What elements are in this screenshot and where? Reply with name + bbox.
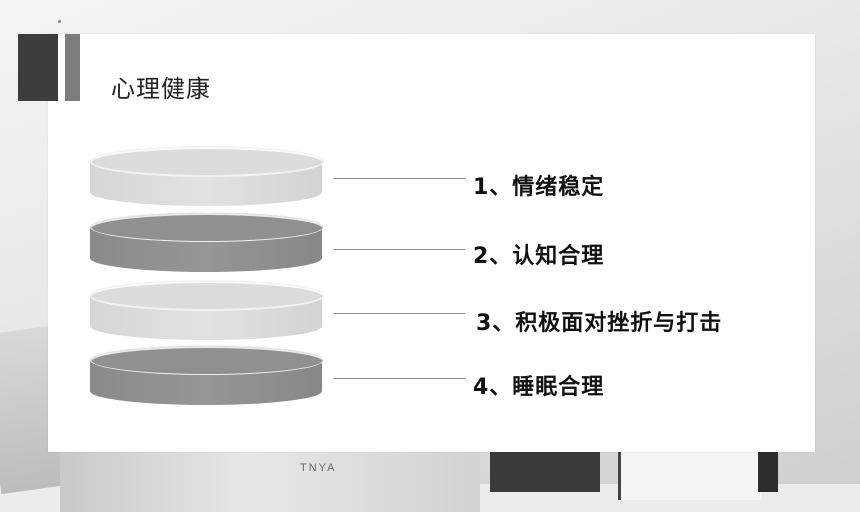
accent-bar-gray: [65, 34, 80, 101]
background-dark-block: [490, 452, 600, 492]
disk-top: [90, 146, 324, 176]
disk-top: [90, 212, 324, 242]
item-label-1: 1、情绪稳定: [473, 175, 605, 200]
background-dark-strip: [758, 452, 778, 492]
leader-line-4: [333, 378, 465, 379]
background-paper-bottom: [60, 452, 480, 512]
leader-line-2: [333, 249, 465, 250]
background-tag-text: TNYA: [300, 462, 337, 474]
background-speck: [58, 20, 61, 23]
accent-bar-dark: [18, 34, 58, 101]
stack-disk-2: [90, 212, 324, 280]
disk-top: [90, 280, 324, 310]
item-label-2: 2、认知合理: [473, 244, 605, 269]
item-label-3: 3、积极面对挫折与打击: [476, 311, 723, 336]
leader-line-1: [333, 178, 465, 179]
item-label-4: 4、睡眠合理: [473, 375, 605, 400]
disk-top: [90, 345, 324, 375]
stack-disk-1: [90, 146, 324, 214]
stack-disk-4: [90, 345, 324, 413]
stack-disk-3: [90, 280, 324, 348]
page-title: 心理健康: [111, 75, 211, 103]
leader-line-3: [333, 313, 465, 314]
